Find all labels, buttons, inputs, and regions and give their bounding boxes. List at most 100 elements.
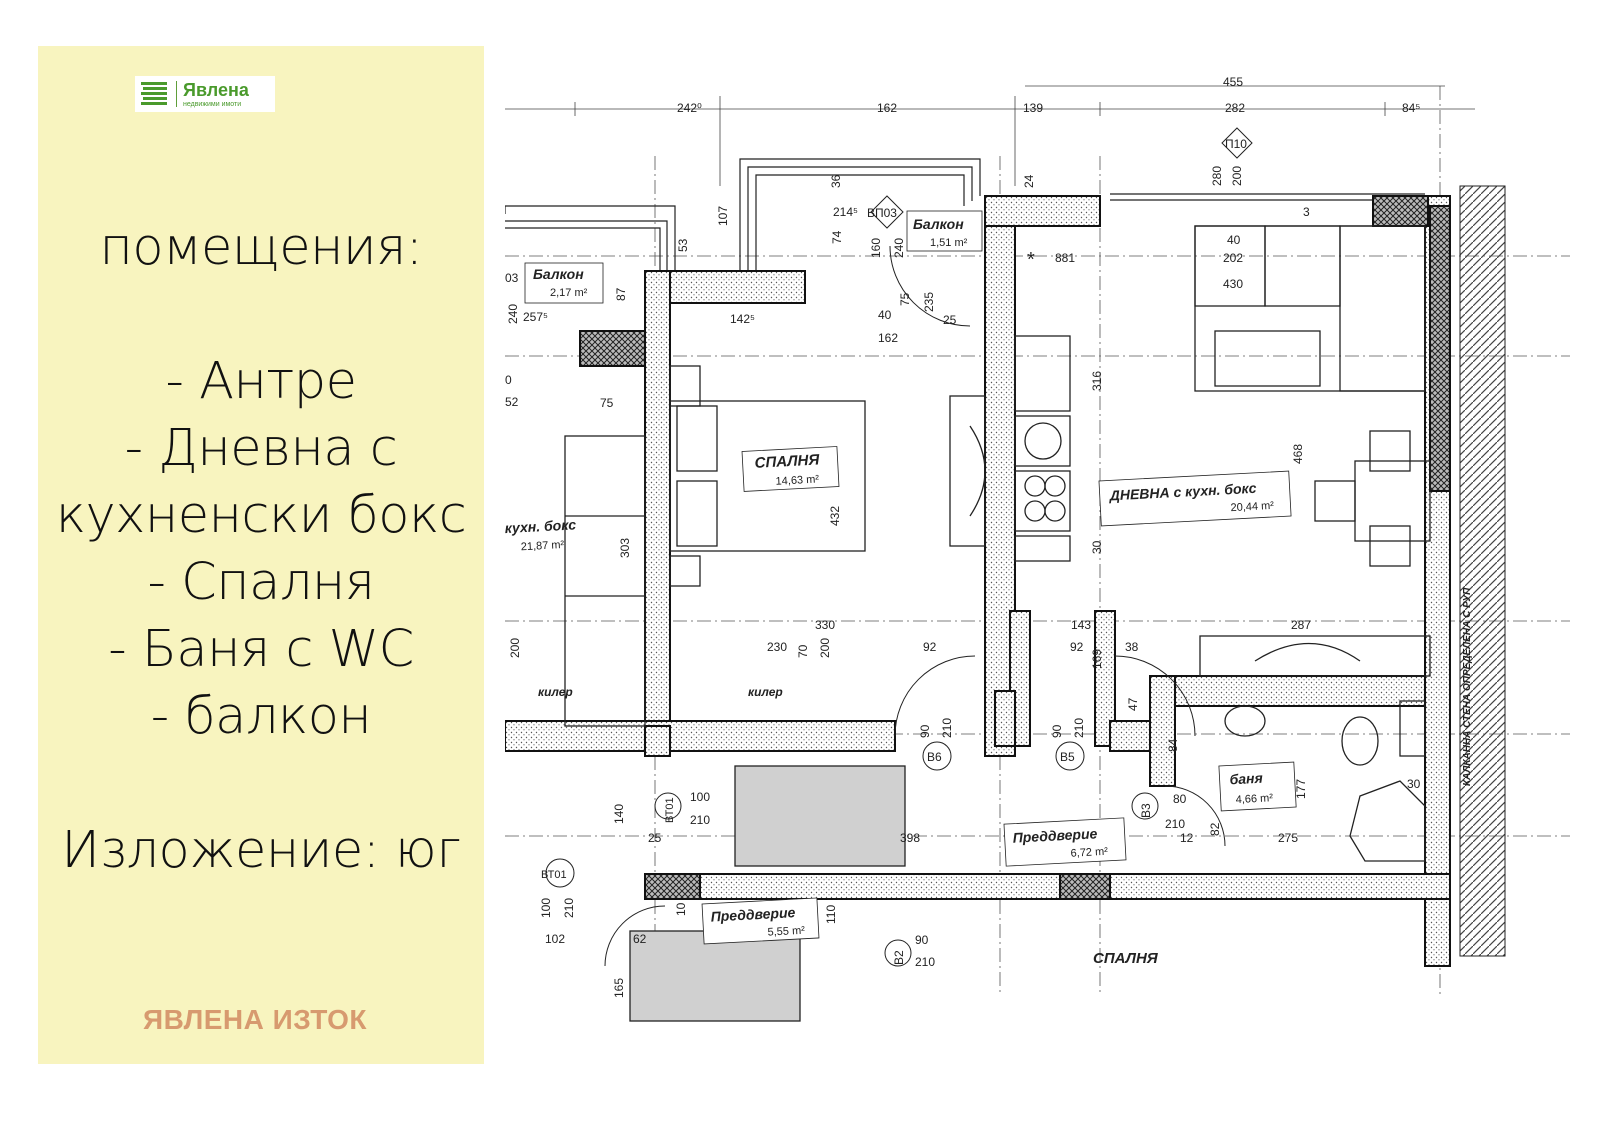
dim-240: 240: [892, 238, 906, 258]
room-item-living: - Дневна с: [124, 419, 398, 478]
logo-separator: [176, 81, 177, 107]
dim-30: 30: [1090, 540, 1104, 554]
dim-430: 430: [1223, 277, 1243, 291]
element-tags: П10 ВП03 В6 В5 В3 В2 ВТ01 ВТ01 03: [505, 127, 1253, 967]
dim-200b: 200: [818, 638, 832, 658]
dim-398: 398: [900, 831, 920, 845]
dim-139: 139: [1023, 101, 1043, 115]
room-item-balcony: - балкон: [150, 687, 372, 746]
dim-38: 38: [1125, 640, 1139, 654]
dim-162: 162: [877, 101, 897, 115]
dim-177: 177: [1294, 779, 1308, 799]
left-living-area: 21,87 m²: [521, 539, 565, 553]
entrance-label: Преддверие: [1012, 825, 1098, 845]
closet-left-label: килер: [538, 685, 573, 699]
dim-143: 143: [1071, 618, 1091, 632]
dim-84: 84⁵: [1402, 101, 1420, 115]
dim-140: 140: [612, 804, 626, 824]
closet-right-label: килер: [748, 685, 783, 699]
dim-142: 142⁵: [730, 312, 755, 326]
dim-235: 235: [922, 292, 936, 312]
info-panel: Явлена недвижими имоти помещения: - Антр…: [38, 46, 484, 1064]
bedroom-area: 14,63 m²: [775, 473, 819, 487]
brand-footer: ЯВЛЕНА ИЗТОК: [142, 1004, 368, 1035]
tag-b6: В6: [927, 750, 942, 764]
bathroom-label: баня: [1229, 770, 1263, 788]
dim-162b: 162: [878, 331, 898, 345]
dim-455: 455: [1223, 75, 1243, 89]
dim-160: 160: [869, 238, 883, 258]
dimension-labels: 455 242⁰ 162 139 282 84⁵ 280 200 107 53 …: [505, 75, 1421, 998]
room-item-bathroom: - Баня с WC: [108, 620, 414, 679]
tag-vp03: ВП03: [867, 206, 897, 220]
dim-47: 47: [1126, 697, 1140, 711]
dim-82: 82: [1208, 822, 1222, 836]
tag-p10: П10: [1225, 137, 1247, 151]
dim-25: 25: [943, 313, 957, 327]
dim-210d: 210: [1165, 817, 1185, 831]
balcony-main-label: Балкон: [913, 216, 964, 232]
rooms-list: помещения: - Антре - Дневна с кухненски …: [38, 214, 484, 884]
dim-25b: 25: [648, 831, 662, 845]
dim-468: 468: [1291, 444, 1305, 464]
dim-90c: 90: [915, 933, 929, 947]
living-area: 20,44 m²: [1230, 500, 1274, 514]
room-item-bedroom: - Спалня: [147, 553, 375, 612]
dim-92a: 92: [923, 640, 937, 654]
logo-name: Явлена: [183, 79, 249, 100]
walls: [505, 195, 1451, 967]
dim-214: 214⁵: [833, 205, 858, 219]
dim-210b: 210: [1072, 718, 1086, 738]
dim-282: 282: [1225, 101, 1245, 115]
dim-40b: 40: [878, 308, 892, 322]
dim-52: 52: [505, 395, 519, 409]
dim-202: 202: [1223, 251, 1243, 265]
dim-881: 881: [1055, 251, 1075, 265]
dim-275: 275: [1278, 831, 1298, 845]
dim-12: 12: [1180, 831, 1194, 845]
firewall-hatch: [1459, 185, 1506, 957]
tag-b5: В5: [1060, 750, 1075, 764]
dim-30b: 30: [1407, 777, 1421, 791]
dim-210c: 210: [690, 813, 710, 827]
dim-316: 316: [1090, 371, 1104, 391]
company-logo[interactable]: Явлена недвижими имоти: [135, 76, 275, 112]
tag-b3: В3: [1139, 803, 1153, 818]
entrance-lower-label: Преддверие: [710, 904, 796, 924]
dimension-lines: [505, 85, 1475, 186]
dim-287: 287: [1291, 618, 1311, 632]
dim-330: 330: [815, 618, 835, 632]
dim-80: 80: [1173, 792, 1187, 806]
exposure-label: Изложение: юг: [61, 821, 461, 880]
dim-75a: 75: [898, 292, 912, 306]
entrance-lower-area: 5,55 m²: [767, 925, 805, 939]
dim-303: 303: [618, 538, 632, 558]
dim-240b: 240: [506, 304, 520, 324]
dim-90b: 90: [1050, 724, 1064, 738]
dim-242: 242⁰: [677, 101, 702, 115]
dim-200c: 200: [508, 638, 522, 658]
entrance-area: 6,72 m²: [1070, 846, 1108, 860]
dim-92b: 92: [1070, 640, 1084, 654]
door-swings: [604, 245, 1226, 967]
dim-75b: 75: [600, 396, 614, 410]
rooms-heading: помещения:: [99, 218, 423, 277]
dim-102: 102: [545, 932, 565, 946]
dim-107: 107: [716, 206, 730, 226]
furniture: [564, 225, 1431, 1022]
dim-210a: 210: [940, 718, 954, 738]
dim-110: 110: [824, 905, 838, 924]
dim-200: 200: [1230, 166, 1244, 186]
dim-169: 169: [1090, 649, 1104, 669]
room-item-living-cont: кухненски бокс: [55, 486, 467, 545]
dim-10: 10: [674, 902, 688, 916]
dim-24: 24: [1022, 174, 1036, 188]
dim-53: 53: [676, 238, 690, 252]
tag-cut-03: 03: [505, 271, 519, 285]
floor-plan: Балкон 1,51 m² Балкон 2,17 m² СПАЛНЯ 14,…: [505, 75, 1570, 1022]
dim-100b: 100: [539, 898, 553, 918]
balcony-left-area: 2,17 m²: [550, 287, 588, 299]
logo-mark-icon: [141, 82, 167, 105]
tag-vt01b: ВТ01: [541, 869, 567, 881]
columns: [579, 195, 1451, 900]
